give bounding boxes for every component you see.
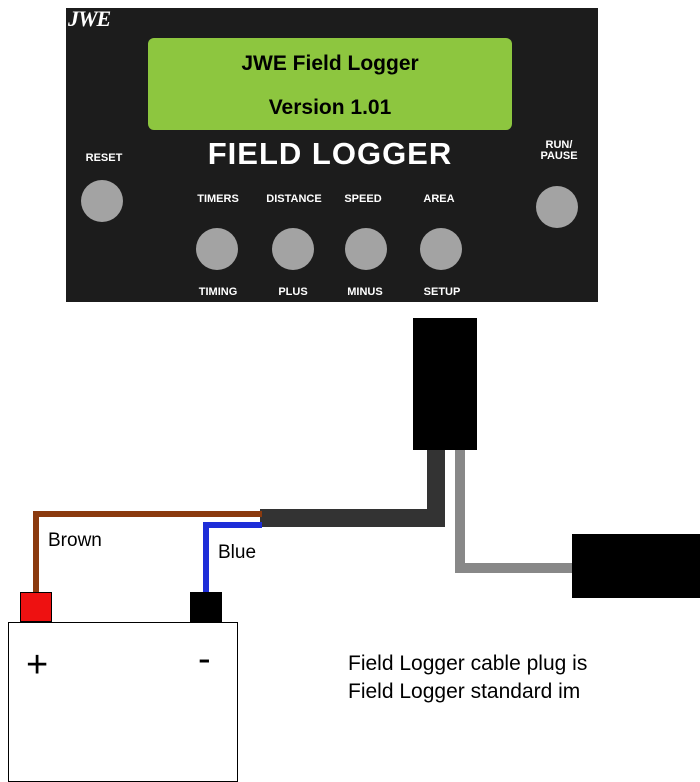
brown-wire-label: Brown bbox=[48, 530, 102, 551]
lcd-line-1: JWE Field Logger bbox=[241, 52, 419, 75]
note-line-1: Field Logger cable plug is bbox=[348, 652, 588, 675]
grey-cable bbox=[455, 450, 578, 573]
blue-wire-label: Blue bbox=[218, 542, 257, 563]
label-speed: SPEED bbox=[344, 193, 382, 205]
device-title: FIELD LOGGER bbox=[207, 136, 453, 171]
label-timing: TIMING bbox=[198, 286, 238, 298]
run-pause-label: RUN/ PAUSE bbox=[540, 139, 578, 162]
label-distance: DISTANCE bbox=[266, 193, 322, 205]
run-pause-button[interactable] bbox=[536, 186, 578, 228]
jwe-logo: JWE bbox=[68, 6, 111, 31]
cable-connector bbox=[413, 318, 477, 450]
reset-button[interactable] bbox=[81, 180, 123, 222]
plus-symbol: + bbox=[26, 644, 49, 686]
cable-plug bbox=[572, 534, 700, 598]
minus-symbol: - bbox=[198, 638, 211, 680]
label-plus: PLUS bbox=[278, 286, 308, 298]
positive-terminal bbox=[20, 592, 52, 622]
brown-wire bbox=[33, 511, 262, 594]
lcd-display: JWE Field Logger Version 1.01 bbox=[148, 38, 512, 130]
note-line-2: Field Logger standard im bbox=[348, 680, 581, 703]
label-timers: TIMERS bbox=[197, 193, 239, 205]
timing-button[interactable] bbox=[196, 228, 238, 270]
lcd-line-2: Version 1.01 bbox=[268, 96, 392, 119]
negative-terminal bbox=[190, 592, 222, 622]
minus-button[interactable] bbox=[345, 228, 387, 270]
blue-wire bbox=[203, 522, 262, 594]
label-minus: MINUS bbox=[347, 286, 383, 298]
dark-cable bbox=[260, 450, 445, 527]
reset-label: RESET bbox=[85, 152, 123, 164]
label-setup: SETUP bbox=[423, 286, 461, 298]
label-area: AREA bbox=[423, 193, 455, 205]
setup-button[interactable] bbox=[420, 228, 462, 270]
plus-button[interactable] bbox=[272, 228, 314, 270]
wiring-diagram bbox=[33, 450, 578, 594]
